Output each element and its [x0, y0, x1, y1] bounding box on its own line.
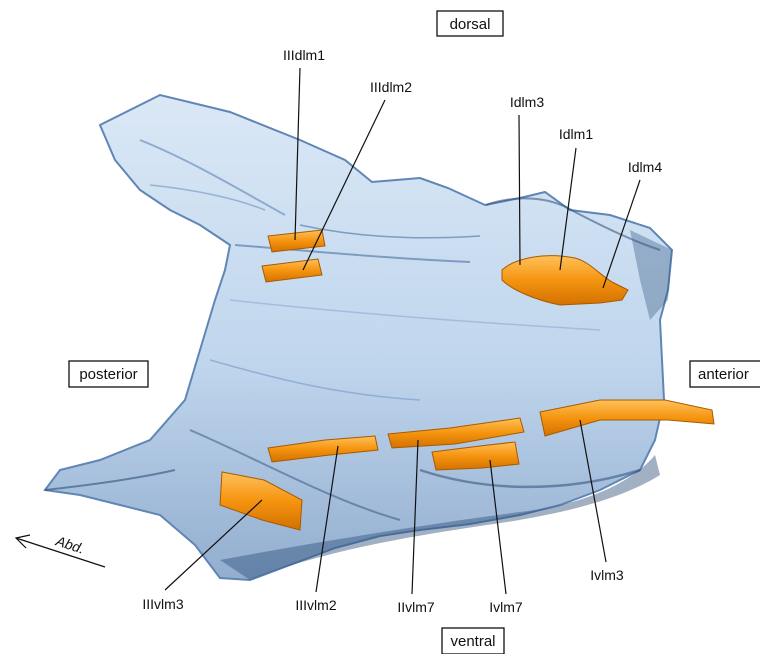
label-Idlm3: Idlm3 [510, 94, 544, 110]
label-Ivlm3: Ivlm3 [590, 567, 624, 583]
arrow-label: Abd. [53, 532, 86, 556]
ventral-label: ventral [450, 633, 495, 650]
label-IIIvlm3: IIIvlm3 [142, 596, 183, 612]
thorax-body [45, 95, 672, 580]
label-Idlm1: Idlm1 [559, 126, 593, 142]
posterior-label: posterior [79, 366, 137, 383]
label-IIvlm7: IIvlm7 [397, 599, 435, 615]
abdomen-arrow: Abd. [16, 532, 105, 567]
label-Idlm4: Idlm4 [628, 159, 662, 175]
label-IIIdlm1: IIIdlm1 [283, 47, 325, 63]
label-IIIdlm2: IIIdlm2 [370, 79, 412, 95]
dorsal-label: dorsal [450, 16, 491, 33]
anterior-label: anterior [698, 366, 749, 383]
label-IIIvlm2: IIIvlm2 [295, 597, 336, 613]
label-Ivlm7: Ivlm7 [489, 599, 523, 615]
